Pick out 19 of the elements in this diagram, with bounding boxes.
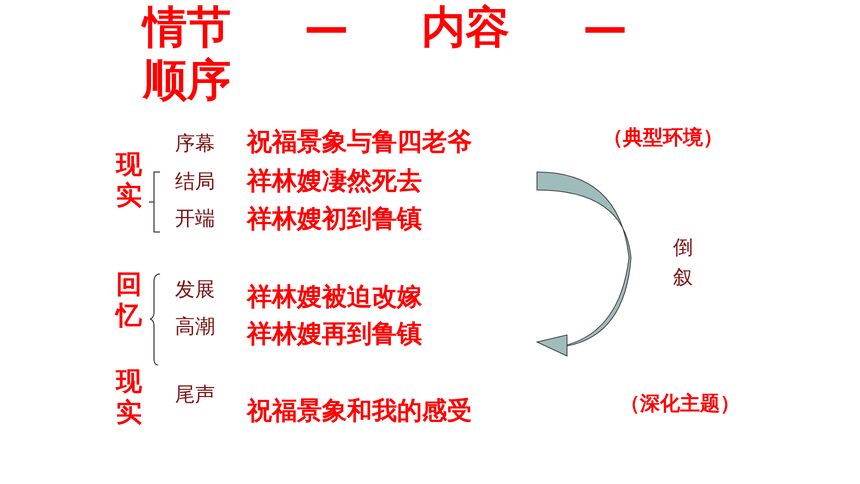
section-label: 现实 — [116, 150, 142, 212]
section-label: 现实 — [116, 367, 142, 430]
plot-text: 祥林嫂初到鲁镇 — [247, 203, 422, 235]
technique-label: 倒叙 — [673, 234, 693, 291]
stage-label: 尾声 — [175, 381, 215, 408]
section-label: 回忆 — [116, 270, 142, 332]
plot-text: 祥林嫂被迫改嫁 — [247, 281, 422, 313]
plot-text: 祝福景象和我的感受 — [247, 395, 472, 427]
note-text: （典型环境） — [603, 124, 723, 151]
stage-label: 发展 — [175, 276, 215, 303]
stage-label: 高潮 — [175, 313, 215, 340]
stage-label: 结局 — [175, 168, 215, 195]
plot-text: 祝福景象与鲁四老爷 — [247, 126, 472, 158]
stage-label: 序幕 — [175, 130, 215, 157]
title: 情节 — 内容 — 顺序 — [143, 2, 628, 108]
plot-text: 祥林嫂再到鲁镇 — [247, 318, 422, 350]
note-text: （深化主题） — [620, 390, 740, 417]
stage-label: 开端 — [175, 205, 215, 232]
plot-text: 祥林嫂凄然死去 — [247, 165, 422, 197]
